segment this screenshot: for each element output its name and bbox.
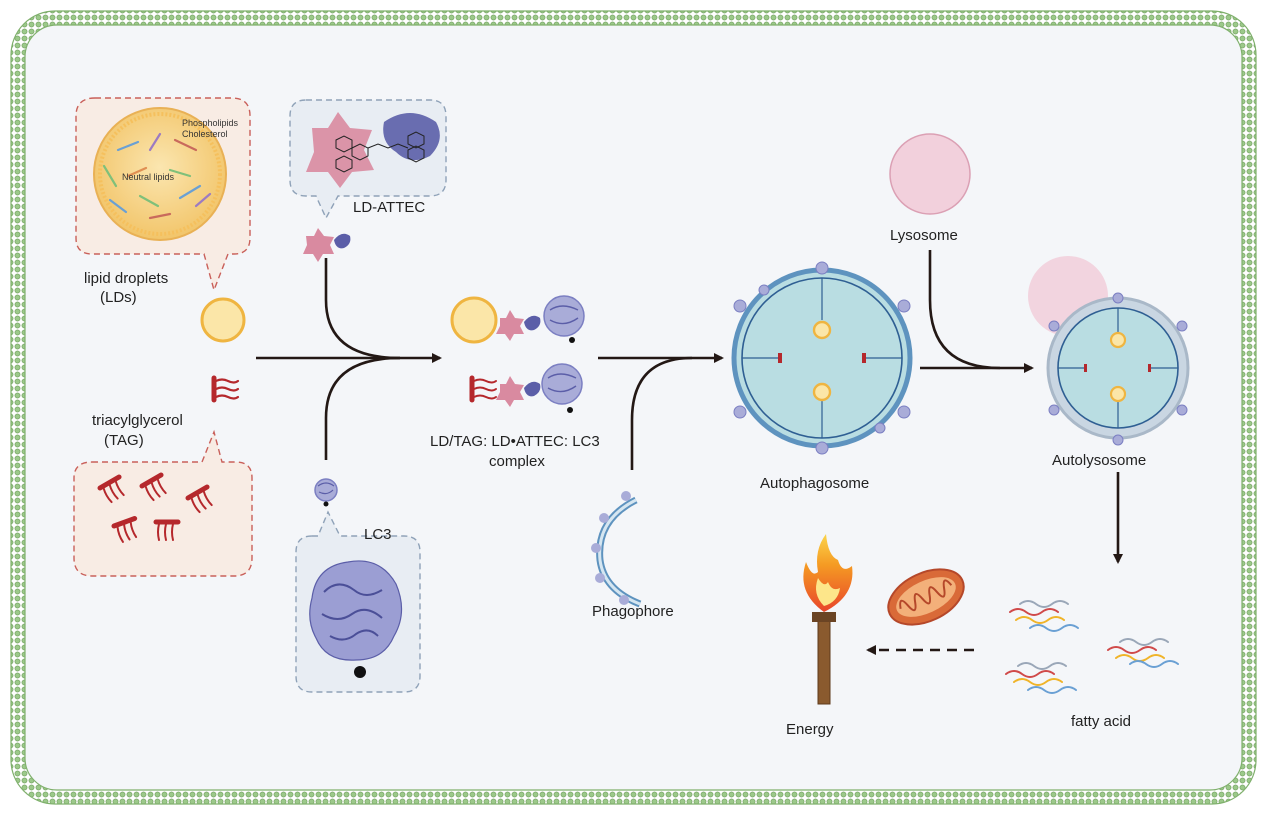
fusion-arrows bbox=[920, 250, 1034, 373]
phagophore bbox=[591, 491, 642, 608]
autolysosome-label: Autolysosome bbox=[1052, 452, 1146, 469]
lipid-droplet-callout: Phospholipids Cholesterol Neutral lipids bbox=[75, 97, 251, 293]
torch-flame-icon bbox=[803, 534, 853, 705]
autophagosome bbox=[731, 261, 913, 455]
fatty-acid-label: fatty acid bbox=[1071, 713, 1131, 730]
ld-attec-lc3-complex bbox=[450, 295, 585, 413]
tag-molecule bbox=[211, 375, 240, 403]
lc3-label: LC3 bbox=[364, 526, 392, 543]
tag-label: triacylglycerol bbox=[92, 412, 183, 429]
cholesterol-label: Cholesterol bbox=[182, 129, 228, 139]
phagophore-label: Phagophore bbox=[592, 603, 674, 620]
attec-molecule bbox=[303, 228, 351, 262]
mitochondrion-icon bbox=[887, 568, 965, 626]
lipid-droplets-label: lipid droplets bbox=[84, 270, 168, 287]
ld-attec-callout bbox=[289, 99, 447, 220]
phospholipids-label: Phospholipids bbox=[182, 118, 239, 128]
recruitment-arrows bbox=[256, 258, 442, 460]
complex-label-line2: complex bbox=[489, 453, 545, 470]
energy-label: Energy bbox=[786, 721, 834, 738]
engulfment-arrows bbox=[598, 353, 724, 470]
complex-label: LD/TAG: LD•ATTEC: LC3 bbox=[430, 433, 600, 450]
ld-attec-label: LD-ATTEC bbox=[353, 199, 425, 216]
lysosome bbox=[889, 133, 971, 215]
autophagosome-label: Autophagosome bbox=[760, 475, 869, 492]
neutral-lipids-cluster bbox=[102, 132, 212, 220]
neutral-lipids-label: Neutral lipids bbox=[122, 172, 175, 182]
lc3-callout bbox=[295, 510, 421, 693]
lysosome-label: Lysosome bbox=[890, 227, 958, 244]
fatty-acid-cluster bbox=[1005, 600, 1179, 694]
lc3-protein-small bbox=[314, 478, 338, 507]
lipid-droplets-abbrev-label: (LDs) bbox=[100, 289, 137, 306]
tag-callout bbox=[73, 429, 253, 577]
autolysosome bbox=[1028, 256, 1190, 446]
tag-abbrev-label: (TAG) bbox=[104, 432, 144, 449]
lipid-droplet bbox=[200, 297, 246, 343]
